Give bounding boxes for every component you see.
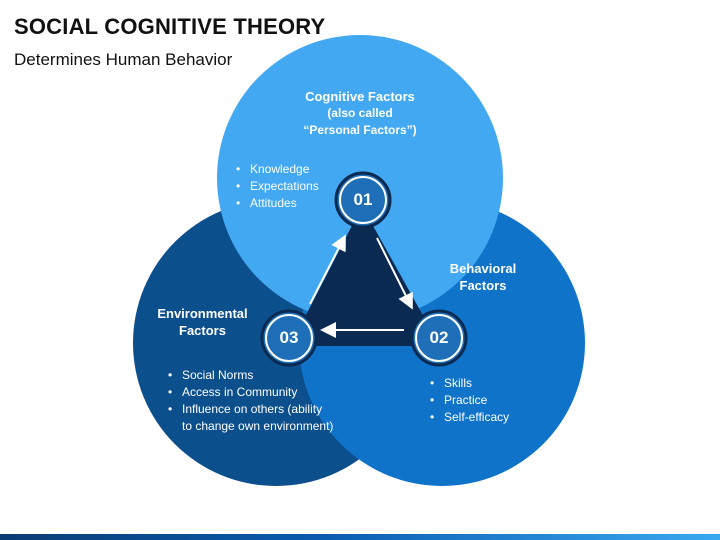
cognitive-title-line2: (also called bbox=[327, 106, 393, 120]
badge-01 bbox=[334, 171, 392, 229]
cognitive-title-line3: “Personal Factors”) bbox=[303, 123, 417, 137]
badge-03-ring bbox=[265, 314, 313, 362]
list-item: Attitudes bbox=[236, 195, 319, 212]
behavioral-title-line1: Behavioral bbox=[449, 261, 517, 276]
list-item: Self-efficacy bbox=[430, 409, 509, 426]
list-item: Access in Community bbox=[168, 384, 333, 401]
arrow-01-to-02 bbox=[376, 237, 413, 310]
behavioral-title: Behavioral Factors bbox=[428, 260, 538, 294]
environmental-title-line1: Environmental bbox=[157, 306, 248, 321]
page-subtitle: Determines Human Behavior bbox=[14, 50, 233, 69]
environmental-title-line2: Factors bbox=[179, 323, 226, 338]
list-item: Skills bbox=[430, 375, 509, 392]
list-item: Influence on others (ability bbox=[168, 401, 333, 418]
badge-03 bbox=[260, 309, 318, 367]
badge-01-ring bbox=[339, 176, 387, 224]
environmental-list: Social Norms Access in Community Influen… bbox=[168, 367, 333, 435]
cognitive-title-line1: Cognitive Factors bbox=[305, 89, 415, 104]
behavioral-list: Skills Practice Self-efficacy bbox=[430, 375, 509, 426]
badge-02-number: 02 bbox=[429, 328, 449, 347]
badge-03-number: 03 bbox=[279, 328, 299, 347]
center-triangle bbox=[290, 206, 440, 346]
page-title: SOCIAL COGNITIVE THEORY bbox=[14, 14, 326, 39]
badge-02-ring bbox=[415, 314, 463, 362]
badge-01-number: 01 bbox=[353, 190, 373, 209]
badge-02 bbox=[410, 309, 468, 367]
environmental-title: Environmental Factors bbox=[140, 305, 265, 339]
list-item: Social Norms bbox=[168, 367, 333, 384]
list-item: Practice bbox=[430, 392, 509, 409]
bottom-accent-bar bbox=[0, 534, 720, 540]
cognitive-title: Cognitive Factors (also called “Personal… bbox=[270, 88, 450, 139]
behavioral-title-line2: Factors bbox=[459, 278, 507, 293]
list-item: Knowledge bbox=[236, 161, 319, 178]
list-item: Expectations bbox=[236, 178, 319, 195]
cognitive-list: Knowledge Expectations Attitudes bbox=[236, 161, 319, 212]
arrow-03-to-01 bbox=[309, 234, 346, 305]
list-item: to change own environment) bbox=[182, 419, 334, 433]
